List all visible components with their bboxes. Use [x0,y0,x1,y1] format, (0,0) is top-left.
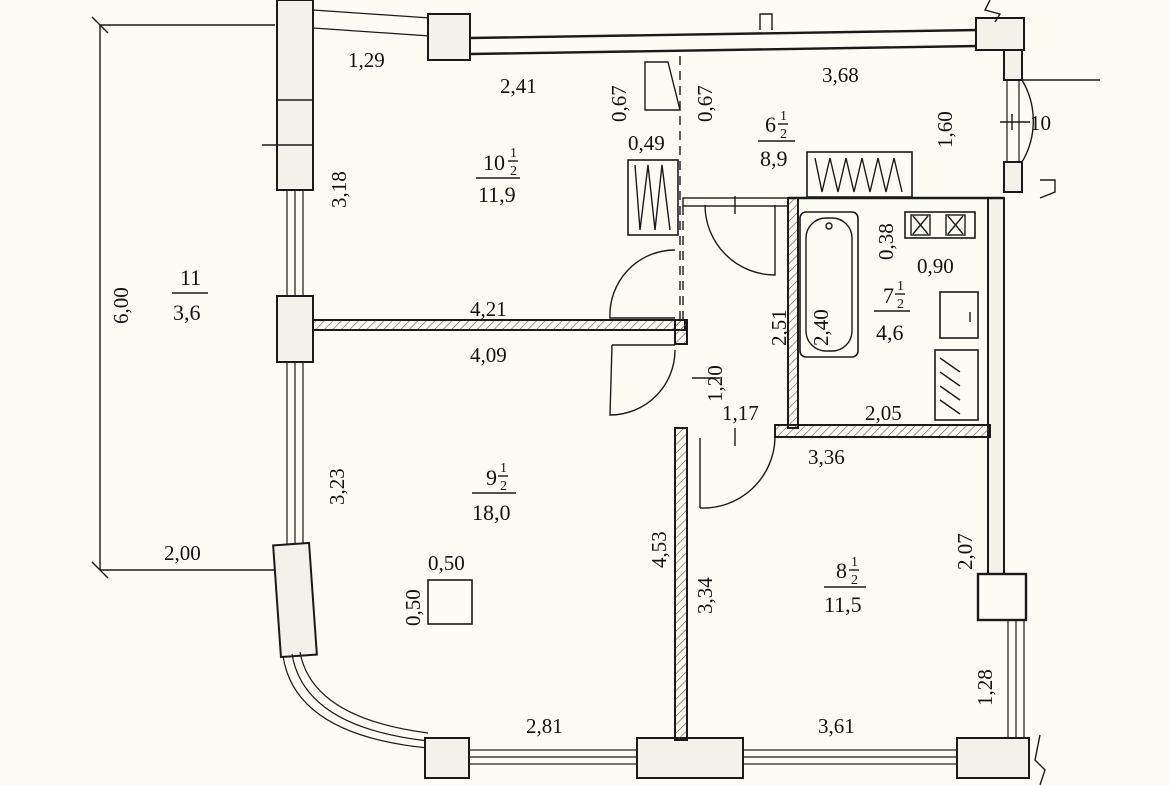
svg-text:2,07: 2,07 [953,533,977,570]
sink [939,291,979,339]
svg-text:2,40: 2,40 [809,309,833,346]
svg-text:8,9: 8,9 [760,146,788,171]
svg-text:0,50: 0,50 [401,589,425,626]
svg-text:1,17: 1,17 [722,401,759,425]
svg-text:1: 1 [500,461,507,476]
svg-text:0,90: 0,90 [917,254,954,278]
svg-text:3,18: 3,18 [327,171,351,208]
svg-text:4,09: 4,09 [470,343,507,367]
dimension-labels: 1,29 2,41 0,67 0,67 3,68 1,60 10 0,49 3,… [109,48,1051,738]
svg-text:0,50: 0,50 [428,551,465,575]
room-bedroom-label: 10 1 2 11,9 [476,146,520,207]
fixtures [427,151,979,625]
svg-text:3,36: 3,36 [808,445,845,469]
svg-text:2,51: 2,51 [767,309,791,346]
svg-text:0,67: 0,67 [693,85,717,122]
svg-text:9: 9 [486,465,497,490]
svg-text:11,5: 11,5 [824,592,862,617]
svg-text:8: 8 [836,558,847,583]
svg-text:2: 2 [510,164,517,179]
svg-text:1,28: 1,28 [973,669,997,706]
svg-text:2,00: 2,00 [164,541,201,565]
svg-text:1: 1 [851,555,858,570]
svg-text:3,6: 3,6 [173,300,201,325]
svg-text:10: 10 [483,150,505,175]
svg-text:0,67: 0,67 [607,85,631,122]
door-swings [609,61,776,509]
svg-text:6,00: 6,00 [109,287,133,324]
svg-text:7: 7 [883,283,894,308]
dimension-line-6-00 [91,16,278,579]
room-8-label: 8 1 2 11,5 [824,555,866,617]
svg-text:0,38: 0,38 [874,223,898,260]
svg-text:18,0: 18,0 [472,500,511,525]
room-living-label: 9 1 2 18,0 [472,461,516,525]
interior-partitions [312,56,1004,741]
svg-text:3,68: 3,68 [822,63,859,87]
svg-text:2,41: 2,41 [500,74,537,98]
room-balcony-label: 11 3,6 [172,265,208,325]
svg-text:2: 2 [851,573,858,588]
svg-text:2,05: 2,05 [865,401,902,425]
svg-text:3,23: 3,23 [325,468,349,505]
svg-text:3,34: 3,34 [693,577,717,614]
svg-text:2,81: 2,81 [526,714,563,738]
svg-text:1,29: 1,29 [348,48,385,72]
svg-text:2: 2 [780,127,787,142]
column-square [427,579,473,625]
svg-text:11,9: 11,9 [478,182,516,207]
svg-text:11: 11 [180,265,201,290]
svg-text:10: 10 [1030,111,1051,135]
svg-text:1: 1 [510,146,517,161]
bottom-wall [424,734,1046,785]
svg-text:3,61: 3,61 [818,714,855,738]
svg-text:6: 6 [765,112,776,137]
svg-text:1,20: 1,20 [703,365,727,402]
top-wall [312,0,1025,61]
svg-text:1: 1 [780,109,787,124]
svg-text:4,21: 4,21 [470,297,507,321]
svg-text:1,60: 1,60 [933,111,957,148]
bathtub [799,211,859,358]
towel-radiator [934,349,979,421]
svg-text:2: 2 [897,297,904,312]
svg-text:4,53: 4,53 [647,531,671,568]
svg-text:1: 1 [897,279,904,294]
left-exterior-wall [262,0,429,749]
svg-text:2: 2 [500,479,507,494]
room-bathroom-label: 7 1 2 4,6 [874,279,910,345]
svg-text:0,49: 0,49 [628,131,665,155]
svg-text:4,6: 4,6 [876,320,904,345]
room-kitchen-label: 6 1 2 8,9 [758,109,795,171]
right-exterior-wall [976,49,1100,743]
